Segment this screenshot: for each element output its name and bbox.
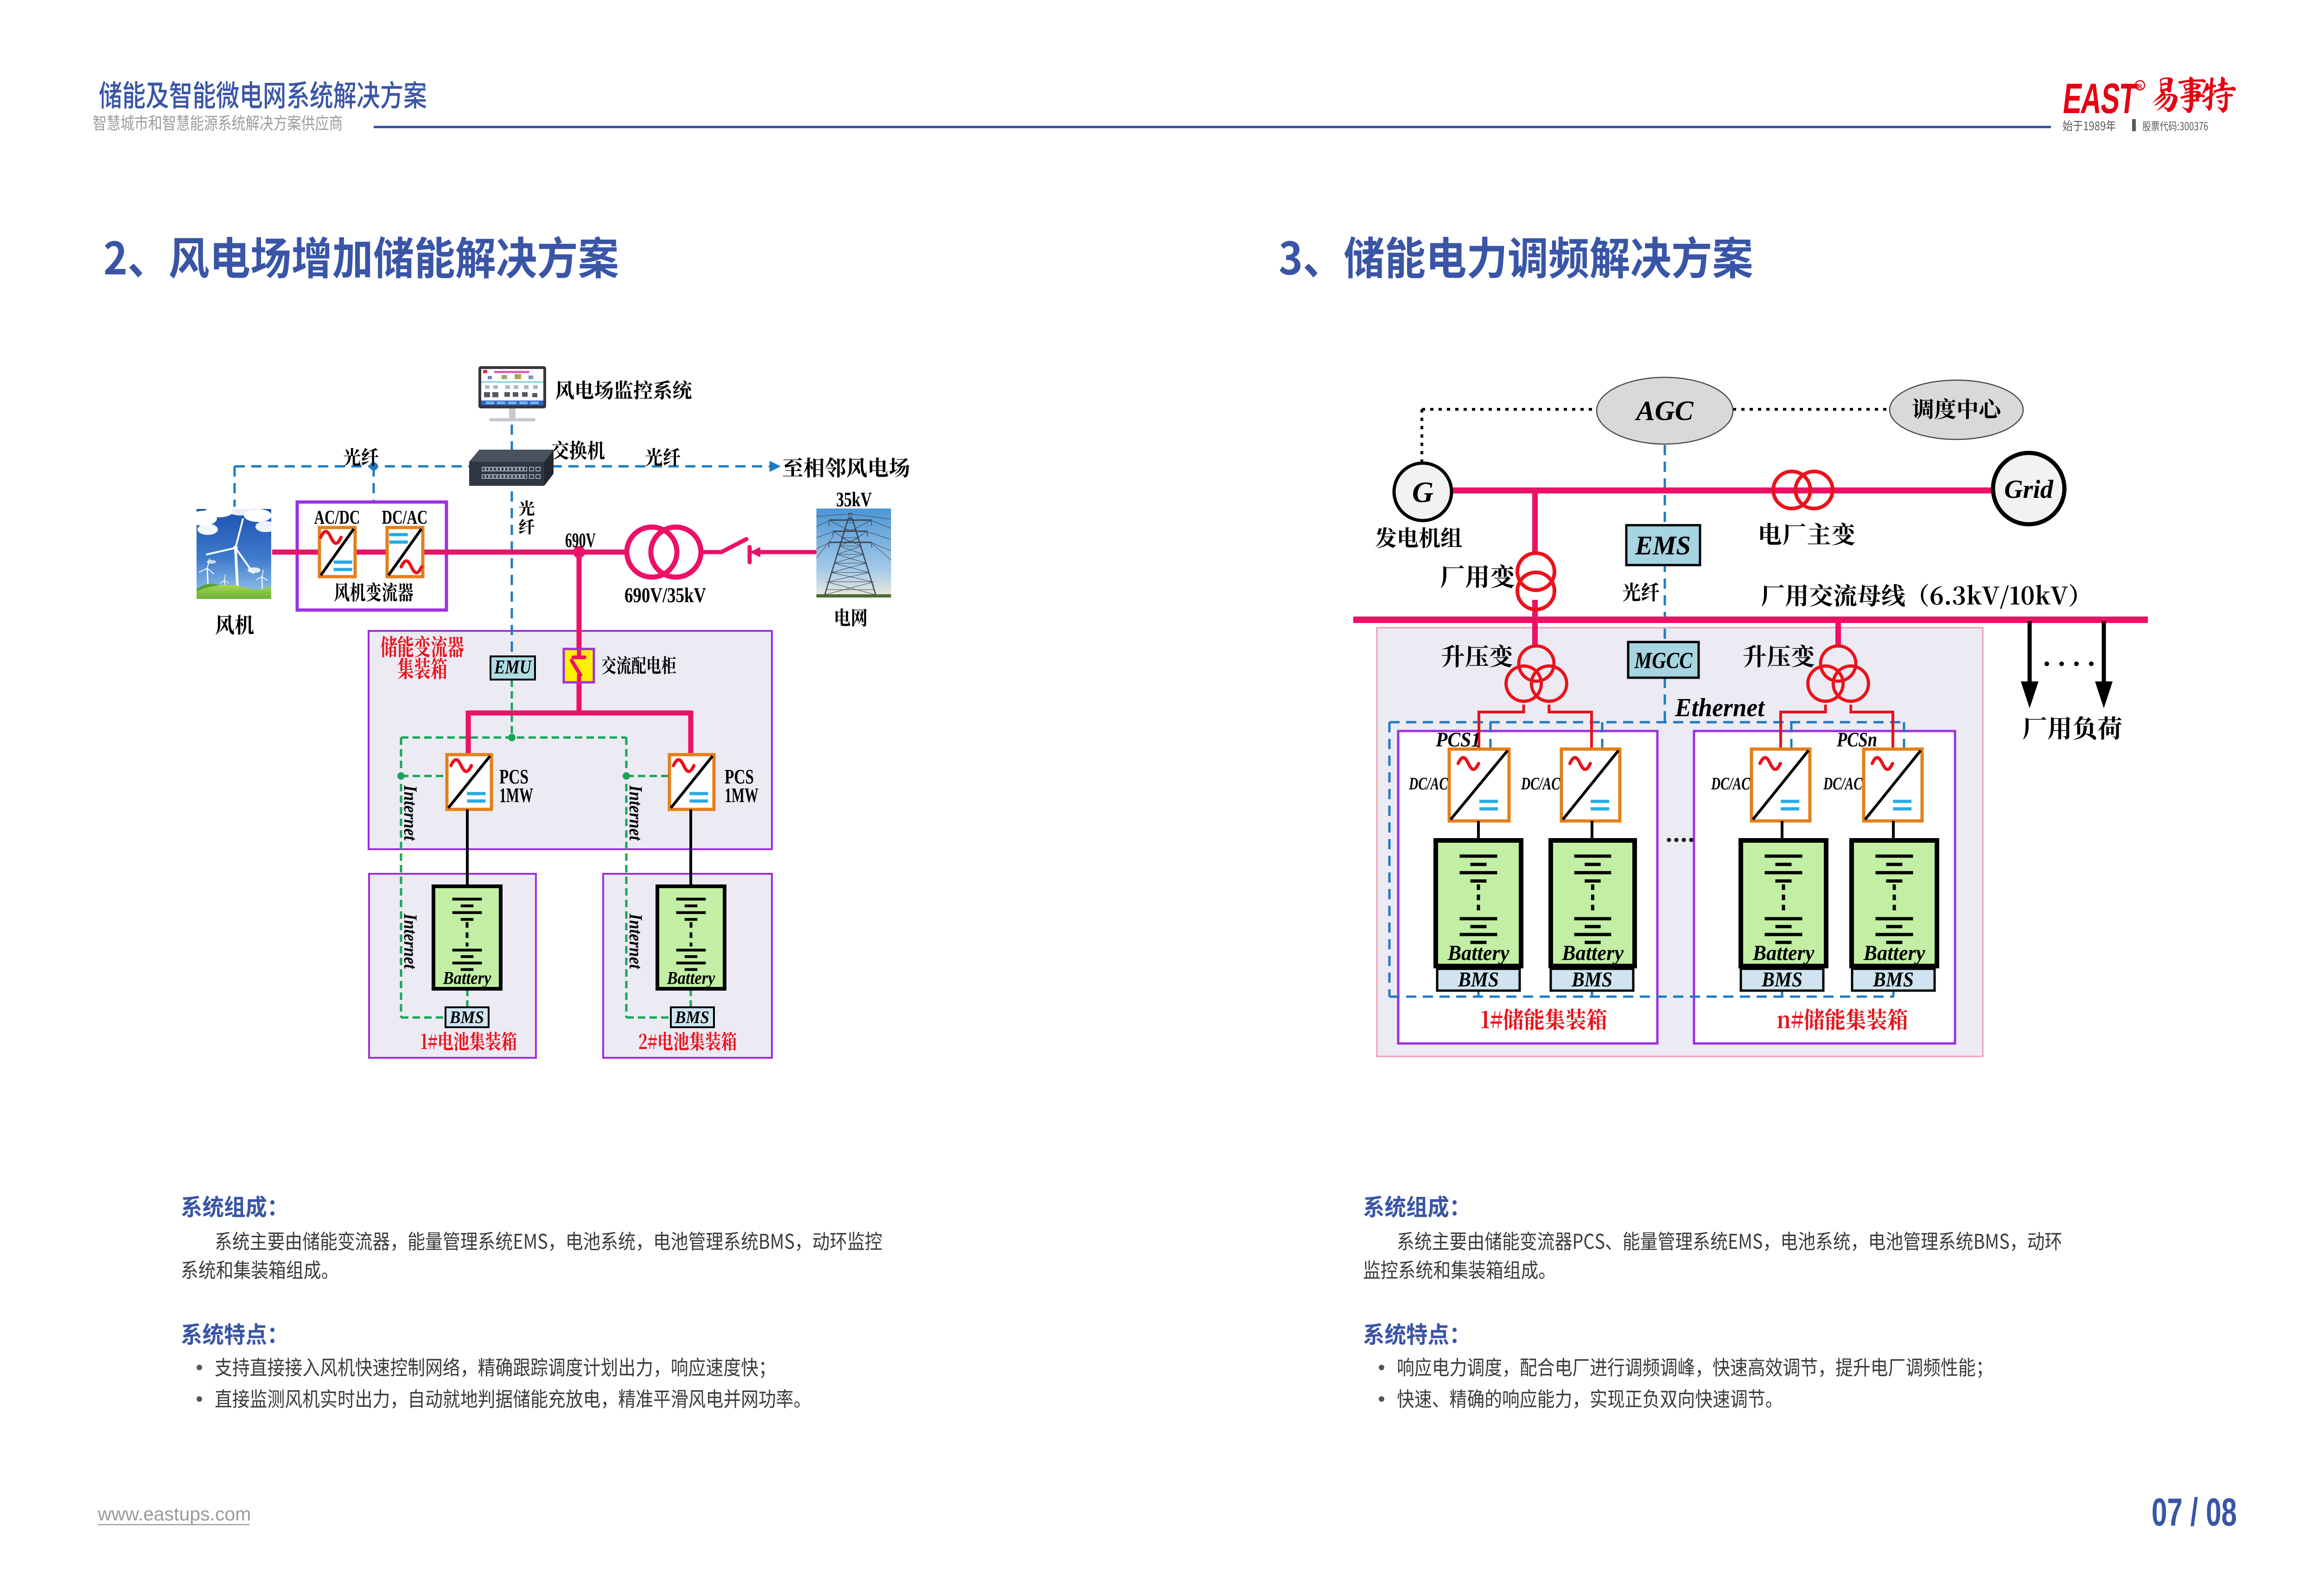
svg-text:BMS: BMS [1872,967,1914,991]
svg-text:PCS1: PCS1 [1435,728,1481,751]
svg-text:MGCC: MGCC [1634,647,1693,673]
svg-text:Internet: Internet [400,913,421,970]
svg-text:Battery: Battery [1863,941,1925,965]
svg-text:AGC: AGC [1634,395,1694,426]
svg-text:EAST: EAST [2061,75,2139,122]
svg-text:DC/AC: DC/AC [382,507,428,528]
svg-text:DC/AC: DC/AC [1408,774,1448,794]
svg-text:AC/DC: AC/DC [314,507,360,528]
svg-text:PCS: PCS [499,765,529,788]
svg-text:Internet: Internet [400,785,421,841]
svg-text:Battery: Battery [1561,941,1624,965]
svg-text:Internet: Internet [625,785,646,841]
svg-text:690V: 690V [565,529,596,552]
svg-text:www.eastups.com: www.eastups.com [97,1503,251,1525]
svg-text:DC/AC: DC/AC [1823,774,1862,794]
svg-text:Internet: Internet [625,913,646,970]
svg-text:BMS: BMS [1761,967,1802,991]
svg-text:07 / 08: 07 / 08 [2152,1490,2237,1534]
svg-text:BMS: BMS [1458,967,1499,991]
svg-text:Battery: Battery [667,968,715,988]
svg-text:Battery: Battery [443,968,491,988]
svg-text:G: G [1412,476,1433,509]
svg-text:PCS: PCS [725,765,754,788]
svg-text:1MW: 1MW [725,784,758,807]
svg-text:BMS: BMS [675,1008,709,1027]
svg-text:Battery: Battery [1752,941,1815,965]
svg-text:BMS: BMS [449,1008,484,1027]
svg-text:Battery: Battery [1447,941,1509,965]
svg-text:DC/AC: DC/AC [1521,774,1560,794]
svg-text:PCSn: PCSn [1836,728,1877,751]
svg-text:Ethernet: Ethernet [1675,693,1765,722]
svg-text:BMS: BMS [1571,967,1612,991]
svg-text:Grid: Grid [2004,475,2054,504]
svg-text:1MW: 1MW [499,784,533,807]
svg-text:35kV: 35kV [836,488,872,511]
svg-text:690V/35kV: 690V/35kV [624,583,706,607]
svg-text:DC/AC: DC/AC [1711,774,1750,794]
svg-text:EMU: EMU [494,657,532,678]
svg-text:EMS: EMS [1635,530,1691,560]
svg-text:R: R [2138,83,2143,90]
